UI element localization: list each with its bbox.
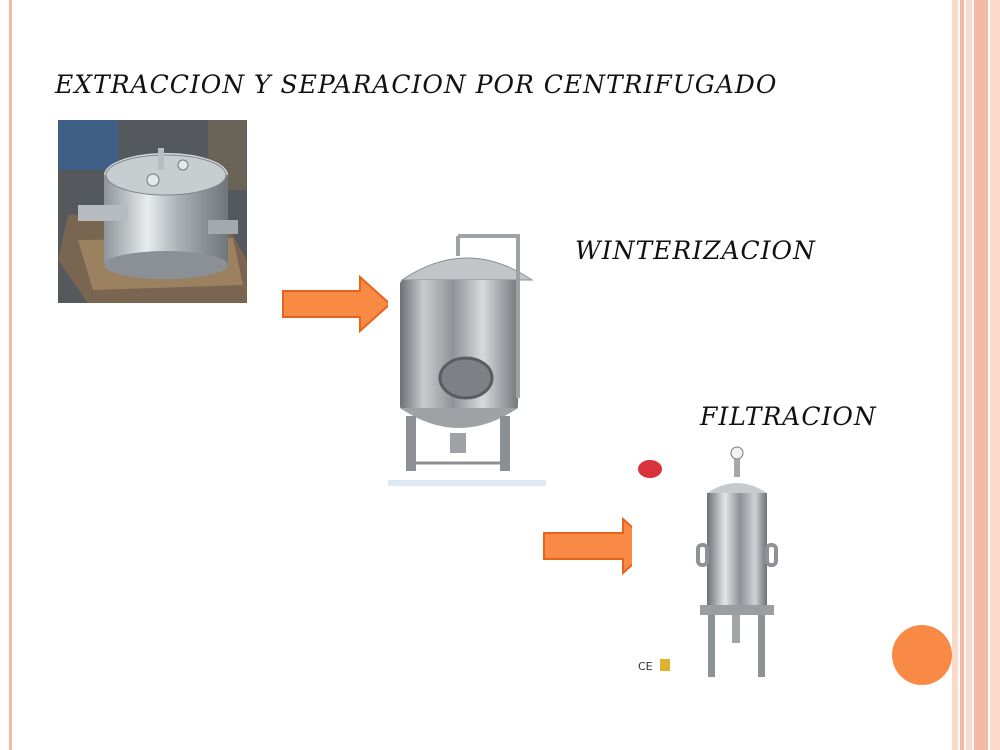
filter-housing-photo: CE	[632, 445, 782, 685]
step-label-winterizacion: WINTERIZACION	[575, 236, 816, 265]
svg-text:CE: CE	[638, 660, 653, 673]
slide-title: EXTRACCION Y SEPARACION POR CENTRIFUGADO	[55, 70, 778, 99]
winterization-tank-photo	[388, 228, 546, 486]
arrow-right-icon	[282, 275, 392, 333]
accent-circle	[892, 625, 952, 685]
centrifuge-photo	[58, 120, 247, 303]
step-label-filtracion: FILTRACION	[700, 402, 877, 431]
right-decorative-stripes	[952, 0, 1000, 750]
left-accent-bar	[9, 0, 12, 750]
